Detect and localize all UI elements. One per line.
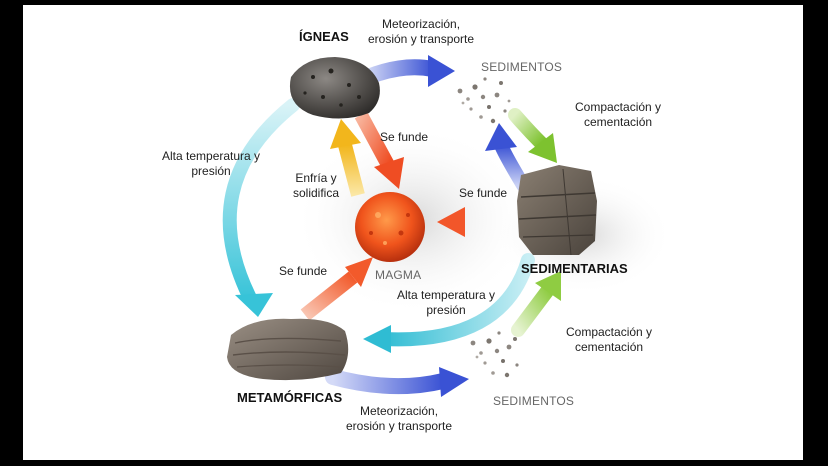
magma-ball [355, 192, 425, 262]
rock-cycle-diagram [222, 55, 673, 397]
sediment-particles-bottom [470, 331, 519, 378]
enfria-line1: Enfría y [295, 171, 337, 185]
label-sedimentarias: SEDIMENTARIAS [521, 261, 628, 276]
label-sedimentos-bottom: SEDIMENTOS [493, 394, 575, 408]
label-meteorizacion-top: Meteorización, erosión y transporte [368, 17, 474, 47]
alta-temp-left-line1: Alta temperatura y [162, 149, 261, 163]
yellow-arrow [330, 119, 365, 197]
label-compactacion-bottom: Compactación y cementación [566, 325, 652, 355]
compactacion-top-line2: cementación [584, 115, 653, 129]
label-alta-temp-left: Alta temperatura y presión [162, 149, 260, 179]
label-se-funde-meta: Se funde [279, 264, 328, 278]
orange-arrow-igneas [354, 111, 404, 189]
label-se-funde-igneas: Se funde [380, 130, 429, 144]
blue-arrow-top [360, 55, 455, 87]
enfria-line2: solidifica [293, 186, 340, 200]
label-meteorizacion-bottom: Meteorización, erosión y transporte [346, 404, 452, 434]
cyan-arrow-left [222, 98, 300, 317]
alta-temp-left-line2: presión [191, 164, 231, 178]
label-sedimentos-top: SEDIMENTOS [481, 60, 563, 74]
orange-arrow-meta [300, 257, 373, 321]
compactacion-top-line1: Compactación y [575, 100, 662, 114]
alta-temp-center-line2: presión [426, 303, 466, 317]
meteorizacion-top-line2: erosión y transporte [368, 32, 475, 46]
meteorizacion-bottom-line2: erosión y transporte [346, 419, 453, 433]
igneous-rock [289, 57, 380, 119]
sedimentary-rock [517, 165, 597, 256]
diagram-card: ÍGNEAS SEDIMENTARIAS METAMÓRFICAS MAGMA … [23, 5, 803, 460]
compactacion-bottom-line2: cementación [575, 340, 644, 354]
label-alta-temp-center: Alta temperatura y presión [397, 288, 495, 318]
orange-arrow-sed [437, 207, 518, 237]
label-igneas: ÍGNEAS [299, 29, 349, 44]
green-arrow-bottom [511, 271, 561, 337]
label-magma: MAGMA [375, 268, 422, 282]
blue-arrow-up [485, 123, 530, 192]
blue-arrow-bottom [325, 367, 469, 397]
meteorizacion-bottom-line1: Meteorización, [360, 404, 439, 418]
metamorphic-rock [227, 318, 349, 381]
label-se-funde-sed: Se funde [459, 186, 508, 200]
compactacion-bottom-line1: Compactación y [566, 325, 653, 339]
green-arrow-top [508, 108, 557, 163]
alta-temp-center-line1: Alta temperatura y [397, 288, 496, 302]
sediment-particles-top [457, 77, 511, 124]
cyan-arrow-bottom [363, 253, 535, 353]
label-enfria: Enfría y solidifica [293, 171, 339, 201]
label-compactacion-top: Compactación y cementación [575, 100, 661, 130]
label-metamorficas: METAMÓRFICAS [237, 390, 343, 405]
meteorizacion-top-line1: Meteorización, [382, 17, 461, 31]
